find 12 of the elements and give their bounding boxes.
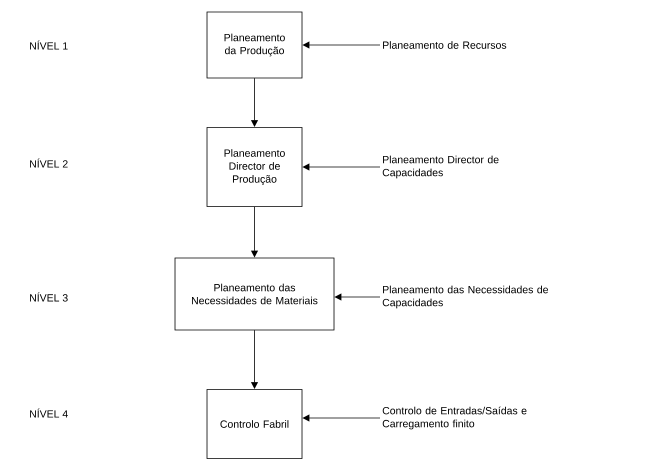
level-label: NÍVEL 2 [30, 158, 68, 168]
process-box: Controlo Fabril [206, 389, 302, 459]
input-text: Controlo de Entradas/Saídas e Carregamento finito [382, 406, 526, 430]
process-box: Planeamento das Necessidades de Materiais [174, 258, 334, 330]
level-label: NÍVEL 4 [30, 408, 68, 418]
process-box: Planeamento Director de Produção [206, 127, 302, 207]
process-box: Planeamento da Produção [206, 12, 302, 78]
input-text: Planeamento de Recursos [383, 41, 506, 49]
input-text: Planeamento das Necessidades de Capacidades [382, 286, 548, 308]
input-text: Planeamento Director de Capacidades [382, 156, 499, 178]
level-label: NÍVEL 1 [30, 40, 68, 50]
level-label: NÍVEL 3 [30, 292, 68, 302]
